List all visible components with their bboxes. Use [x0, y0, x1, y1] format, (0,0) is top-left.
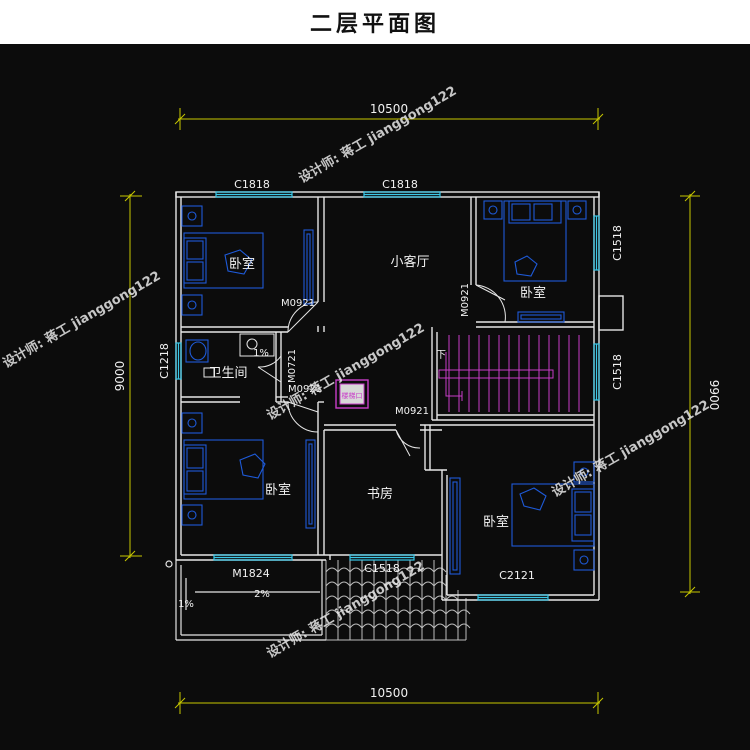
floor-plan: 10500 10500 9000 9900: [0, 83, 721, 714]
room-bedroom-nw: 卧室: [229, 256, 255, 272]
dimension-lines: [120, 108, 700, 714]
stair-down-label: 下: [436, 350, 446, 361]
stairwell-box-label: 楼梯口: [342, 391, 363, 400]
watermark-4: 设计师: 蒋工 jianggong122: [549, 397, 712, 501]
windows: [175, 191, 600, 601]
door-label-bathroom-b: M0921: [288, 384, 322, 395]
window-label-left-mid: C1218: [158, 343, 171, 379]
furniture: [181, 200, 595, 575]
drawing-title: 二层平面图: [309, 11, 440, 37]
watermark-1: 设计师: 蒋工 jianggong122: [296, 83, 459, 187]
slope-balcony-a: 1%: [178, 599, 194, 610]
door-label-study: M0921: [395, 406, 429, 417]
window-label-right-mid: C1518: [611, 354, 624, 390]
door-label-bedroom-ne: M0921: [460, 283, 471, 317]
stairwell-box: [335, 379, 369, 409]
door-label-bathroom-a: M0721: [287, 349, 298, 383]
dim-bottom-total: 10500: [370, 686, 408, 700]
window-label-bottom-mid: C1518: [364, 562, 400, 575]
window-label-right-upper: C1518: [611, 225, 624, 261]
watermark-2: 设计师: 蒋工 jianggong122: [0, 268, 163, 372]
balcony: [165, 560, 326, 641]
title-bar: 二层平面图: [0, 0, 750, 44]
window-label-top-mid: C1818: [382, 178, 418, 191]
room-bathroom: 卫生间: [208, 366, 247, 381]
room-bedroom-ne: 卧室: [520, 285, 546, 301]
room-bedroom-se: 卧室: [483, 514, 509, 530]
watermarks: 设计师: 蒋工 jianggong122 设计师: 蒋工 jianggong12…: [0, 83, 712, 662]
dim-left-total: 9000: [113, 361, 127, 392]
roof-tiles: [325, 560, 471, 641]
window-label-top-left: C1818: [234, 178, 270, 191]
room-living: 小客厅: [390, 254, 429, 270]
room-bedroom-sw: 卧室: [265, 482, 291, 498]
door-label-balcony: M1824: [232, 567, 270, 580]
slope-bathroom: 1%: [253, 348, 269, 359]
dim-top-total: 10500: [370, 102, 408, 116]
dim-right-total: 9900: [707, 380, 721, 411]
door-label-bedroom-nw: M0921: [281, 298, 315, 309]
slope-balcony-b: 2%: [254, 589, 270, 600]
window-label-bottom-right: C2121: [499, 569, 535, 582]
staircase: [438, 335, 580, 412]
room-study: 书房: [367, 486, 393, 502]
floor-plan-canvas: 10500 10500 9000 9900: [0, 44, 750, 750]
bathroom-fixtures: [203, 333, 275, 378]
